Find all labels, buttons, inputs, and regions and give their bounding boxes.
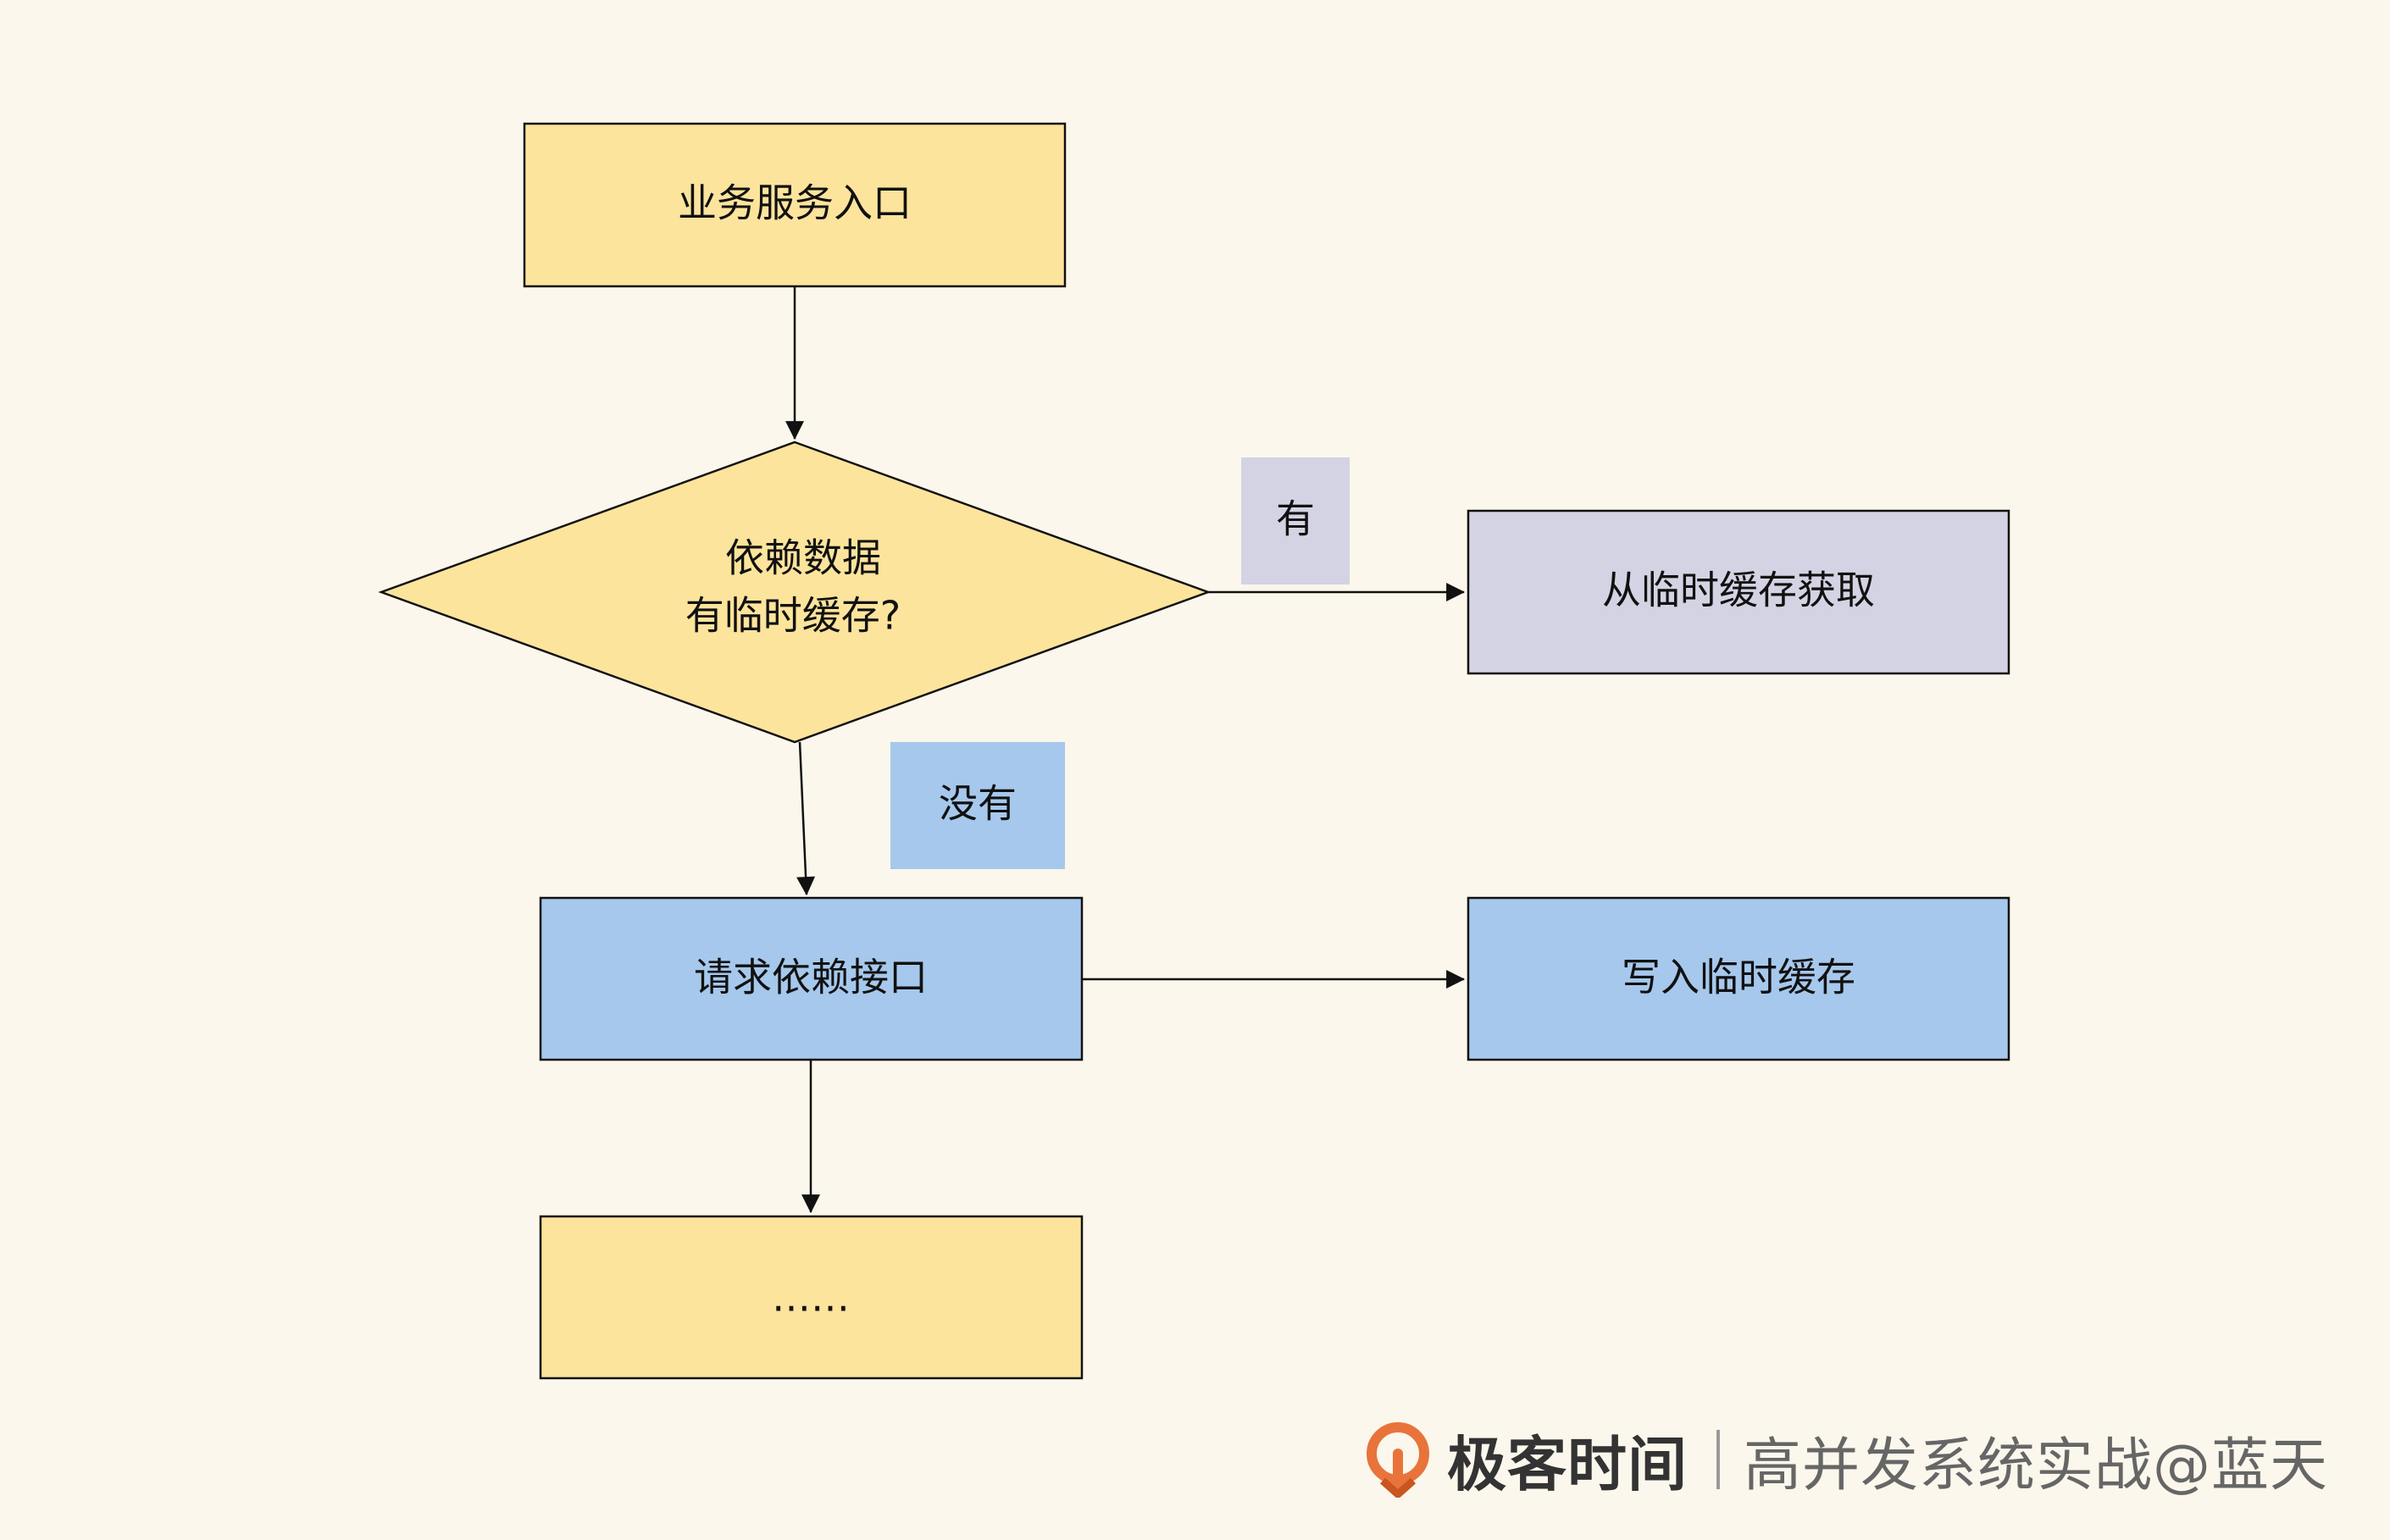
node-entry-label: 业务服务入口 — [678, 180, 912, 226]
footer-watermark: 极客时间 高并发系统实战@蓝天 — [1364, 1413, 2328, 1506]
node-decision: 依赖数据 有临时缓存? — [378, 440, 1212, 744]
node-from-cache: 从临时缓存获取 — [1467, 509, 2010, 675]
node-request: 请求依赖接口 — [539, 896, 1084, 1061]
node-write-cache-label: 写入临时缓存 — [1622, 955, 1855, 1000]
node-request-label: 请求依赖接口 — [694, 955, 928, 1000]
geektime-logo-icon — [1367, 1422, 1429, 1498]
node-next-label: …… — [772, 1275, 850, 1321]
node-entry: 业务服务入口 — [523, 122, 1067, 288]
node-decision-line1: 依赖数据 — [725, 535, 881, 581]
footer-brand: 极客时间 — [1447, 1429, 1688, 1499]
node-from-cache-label: 从临时缓存获取 — [1602, 568, 1875, 613]
node-decision-line2: 有临时缓存? — [685, 593, 901, 639]
edge-label-no: 没有 — [890, 742, 1065, 869]
node-write-cache: 写入临时缓存 — [1467, 896, 2010, 1061]
footer-divider — [1716, 1430, 1720, 1489]
node-next: …… — [539, 1215, 1084, 1380]
edge-decision-to-request — [796, 741, 816, 896]
footer-course: 高并发系统实战@蓝天 — [1744, 1432, 2329, 1499]
edge-label-yes-text: 有 — [1276, 496, 1315, 542]
edge-label-yes: 有 — [1241, 457, 1350, 584]
edge-label-no-text: 没有 — [939, 781, 1017, 827]
